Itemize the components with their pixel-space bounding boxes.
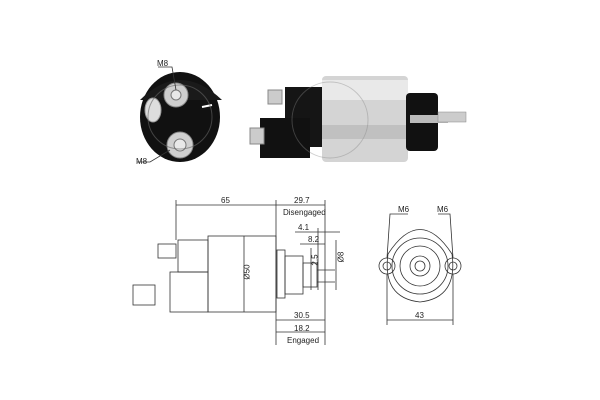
label-engaged: Engaged <box>287 336 320 345</box>
dim-8-2: 8.2 <box>308 235 320 244</box>
dim-4-1: 4.1 <box>298 223 310 232</box>
dim-diameter-8: Ø8 <box>336 251 346 263</box>
dim-disengaged: 29.7 <box>294 196 310 205</box>
label-terminal-top-thread: M8 <box>157 59 169 68</box>
dim-diameter-50: Ø50 <box>242 264 252 280</box>
label-thread-right: M6 <box>437 205 449 214</box>
dim-engaged-total: 30.5 <box>294 311 310 320</box>
dim-engaged: 18.2 <box>294 324 310 333</box>
dim-2-5: 2.5 <box>310 254 320 266</box>
drawing-end-view <box>378 213 462 325</box>
photo-side-view <box>249 76 467 162</box>
label-disengaged: Disengaged <box>283 208 326 217</box>
label-terminal-bottom-thread: M8 <box>136 157 148 166</box>
dim-mount-spacing: 43 <box>415 311 424 320</box>
dim-body-length: 65 <box>221 196 230 205</box>
label-thread-left: M6 <box>398 205 410 214</box>
photo-end-view <box>137 66 222 163</box>
drawing-side-view <box>132 200 340 345</box>
